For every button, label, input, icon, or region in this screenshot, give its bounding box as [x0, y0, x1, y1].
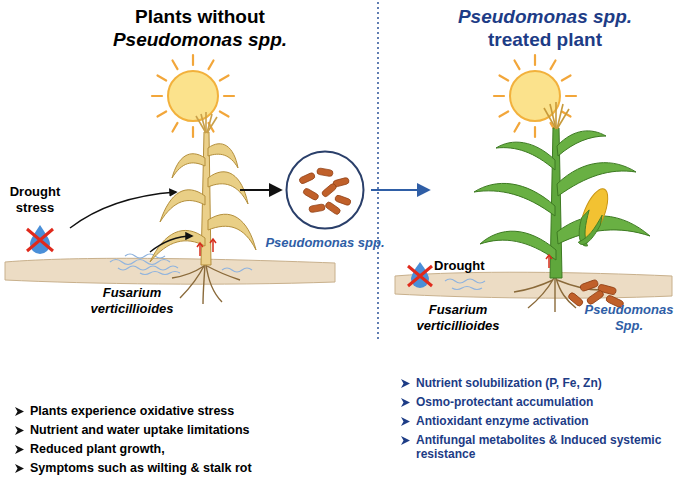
- bullet-arrow: [14, 444, 25, 455]
- roots: [172, 264, 240, 304]
- flow-arrow: [240, 189, 280, 191]
- bullet-arrow: [400, 435, 411, 446]
- bullet-text: Plants experience oxidative stress: [30, 404, 234, 419]
- sun: [494, 55, 576, 137]
- pathogen-label: Fusarium verticillioides: [404, 302, 512, 333]
- bullet-item: Symptoms such as wilting & stalk rot: [14, 461, 252, 476]
- water-drop-crossed: [27, 225, 53, 254]
- flow-arrow: [371, 189, 428, 191]
- sun-ray: [551, 60, 556, 69]
- panel-title: Pseudomonas spp.: [80, 29, 320, 52]
- sun-ray: [157, 112, 166, 117]
- sun-ray: [173, 123, 178, 132]
- fungus-hyphae: [445, 279, 485, 290]
- bullet-arrow: [400, 416, 411, 427]
- sun-ray: [534, 55, 536, 65]
- bullet-item: Nutrient solubilization (P, Fe, Zn): [400, 376, 674, 390]
- sun-ray: [209, 60, 214, 69]
- panel-title: Plants without: [80, 6, 320, 29]
- sun-ray: [499, 76, 508, 81]
- pathogen-label: Fusarium verticillioides: [82, 285, 182, 316]
- divider-line: [377, 2, 379, 340]
- water-drop-crossed: [408, 262, 432, 288]
- sun-ray: [515, 123, 520, 132]
- healthy-maize-plant: [474, 102, 650, 278]
- sun-ray: [173, 60, 178, 69]
- bacteria-circle: Pseudomonas spp.: [285, 150, 365, 230]
- bullet-item: Osmo-protectant accumulation: [400, 395, 674, 409]
- sun-ray: [157, 76, 166, 81]
- sun-ray: [515, 60, 520, 69]
- stress-label: Drought stress: [2, 184, 68, 215]
- sun-ray: [152, 95, 162, 97]
- bullet-item: Antioxidant enzyme activation: [400, 414, 674, 428]
- sun-ray: [534, 127, 536, 137]
- bullet-text: Reduced plant growth,: [30, 442, 165, 457]
- stress-arrow: [150, 236, 192, 252]
- sun-ray: [224, 95, 234, 97]
- stress-label: Drought: [434, 258, 504, 274]
- bullet-arrow: [400, 378, 411, 389]
- sun-ray: [192, 127, 194, 137]
- bullet-text: Antioxidant enzyme activation: [416, 414, 674, 428]
- panel-title: Pseudomonas spp.: [425, 6, 665, 29]
- soil: [5, 258, 335, 284]
- soil: [395, 272, 672, 298]
- sun-ray: [494, 95, 504, 97]
- bullet-text: Nutrient solubilization (P, Fe, Zn): [416, 376, 674, 390]
- wilted-maize-plant: [150, 112, 256, 265]
- bullet-arrow: [14, 406, 25, 417]
- bullet-text: Nutrient and water uptake limitations: [30, 423, 249, 438]
- node-label: Pseudomonas spp.: [245, 235, 405, 251]
- sun: [152, 55, 234, 137]
- stress-arrow: [70, 192, 176, 228]
- bullet-item: Plants experience oxidative stress: [14, 404, 234, 419]
- sun-ray: [220, 76, 229, 81]
- bullet-item: Antifungal metabolites & Induced systemi…: [400, 433, 674, 462]
- bullet-item: Reduced plant growth,: [14, 442, 165, 457]
- sun-ray: [192, 55, 194, 65]
- panel-title: treated plant: [425, 29, 665, 52]
- sun-ray: [499, 112, 508, 117]
- sun-ray: [220, 112, 229, 117]
- sun-ray: [562, 76, 571, 81]
- bullet-arrow: [14, 425, 25, 436]
- bullet-arrow: [400, 397, 411, 408]
- bullet-item: Nutrient and water uptake limitations: [14, 423, 249, 438]
- bullet-text: Antifungal metabolites & Induced systemi…: [416, 433, 674, 462]
- bacteria-label: Pseudomonas Spp.: [584, 302, 674, 333]
- sun-ray: [566, 95, 576, 97]
- bullet-arrow: [14, 463, 25, 474]
- circle-outline: [285, 150, 365, 230]
- bullet-text: Osmo-protectant accumulation: [416, 395, 674, 409]
- bullet-text: Symptoms such as wilting & stalk rot: [30, 461, 252, 476]
- fungus-hyphae: [110, 254, 252, 275]
